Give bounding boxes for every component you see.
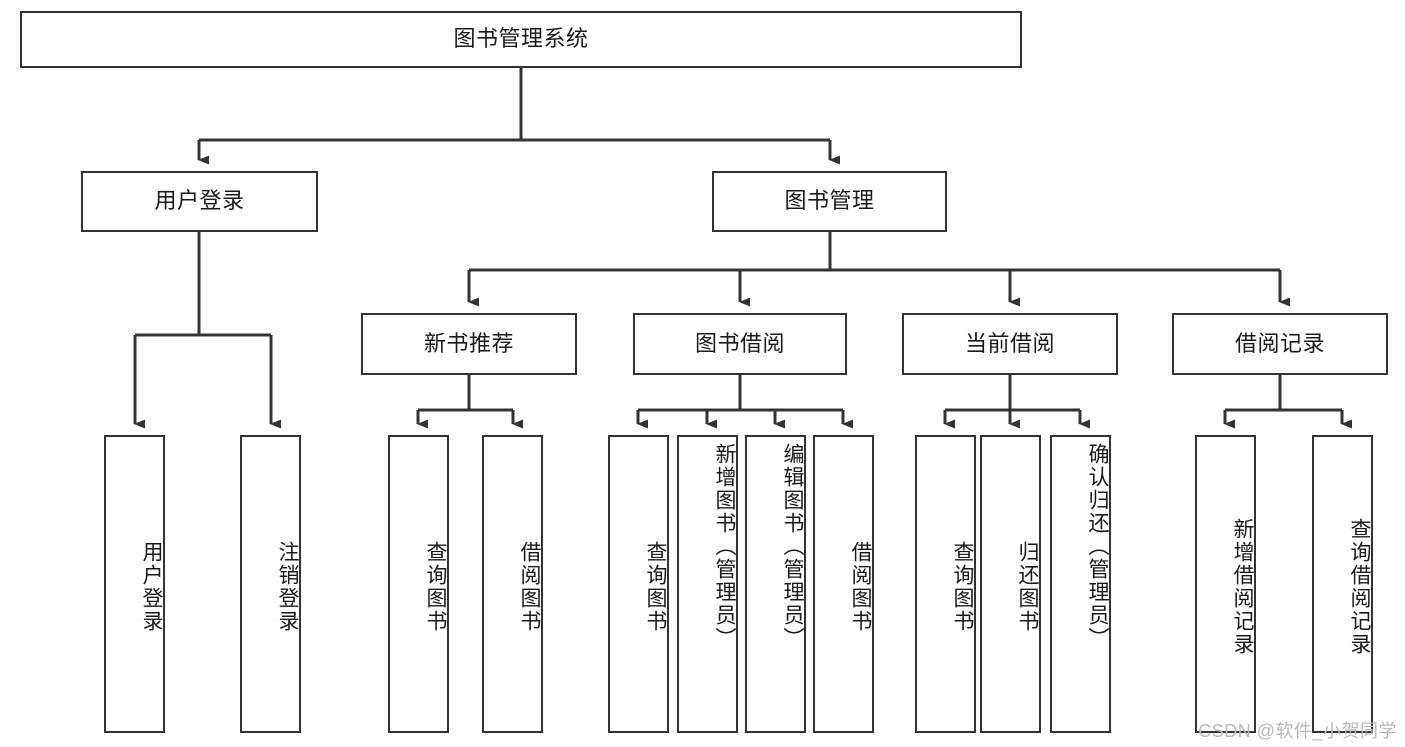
node-label: 归还图书 — [1016, 541, 1039, 633]
node-label: 用户登录 — [140, 541, 163, 633]
leaf-borrow-record-query-record[interactable]: 查询借阅记录 — [1312, 435, 1373, 733]
watermark-text: CSDN @软件_小贺同学 — [1198, 721, 1397, 741]
node-current-borrow[interactable]: 当前借阅 — [902, 313, 1118, 375]
node-label: 编辑图书（管理员） — [781, 443, 804, 650]
leaf-user-login-login[interactable]: 用户登录 — [104, 435, 165, 733]
node-label: 借阅图书 — [849, 541, 872, 633]
leaf-current-borrow-query-book[interactable]: 查询图书 — [915, 435, 976, 733]
node-label: 查询图书 — [424, 541, 447, 633]
node-label: 查询借阅记录 — [1348, 518, 1371, 656]
leaf-new-book-query-book[interactable]: 查询图书 — [388, 435, 449, 733]
leaf-current-borrow-return-book[interactable]: 归还图书 — [980, 435, 1041, 733]
leaf-borrow-record-add-record[interactable]: 新增借阅记录 — [1195, 435, 1256, 733]
node-label: 查询图书 — [951, 541, 974, 633]
node-label: 借阅记录 — [1234, 330, 1325, 356]
node-label: 图书管理 — [784, 188, 875, 214]
leaf-book-borrow-add-book-admin[interactable]: 新增图书（管理员） — [677, 435, 738, 733]
node-label: 图书借阅 — [694, 330, 785, 356]
node-label: 注销登录 — [276, 541, 299, 633]
node-book-borrow[interactable]: 图书借阅 — [633, 313, 847, 375]
node-borrow-record[interactable]: 借阅记录 — [1172, 313, 1388, 375]
node-label: 新增图书（管理员） — [713, 443, 736, 650]
node-label: 确认归还（管理员） — [1086, 443, 1109, 650]
leaf-user-login-logout[interactable]: 注销登录 — [240, 435, 301, 733]
node-label: 当前借阅 — [964, 330, 1055, 356]
node-book-management[interactable]: 图书管理 — [712, 171, 947, 232]
leaf-new-book-borrow-book[interactable]: 借阅图书 — [482, 435, 543, 733]
node-user-login[interactable]: 用户登录 — [81, 171, 318, 232]
node-label: 查询图书 — [644, 541, 667, 633]
node-label: 用户登录 — [154, 188, 245, 214]
node-label: 图书管理系统 — [453, 26, 589, 52]
leaf-book-borrow-edit-book-admin[interactable]: 编辑图书（管理员） — [745, 435, 806, 733]
node-label: 新增借阅记录 — [1231, 518, 1254, 656]
leaf-book-borrow-borrow-book[interactable]: 借阅图书 — [813, 435, 874, 733]
node-root-book-management-system[interactable]: 图书管理系统 — [20, 11, 1022, 68]
node-new-book-recommend[interactable]: 新书推荐 — [361, 313, 577, 375]
node-label: 借阅图书 — [518, 541, 541, 633]
leaf-book-borrow-query-book[interactable]: 查询图书 — [608, 435, 669, 733]
leaf-current-borrow-confirm-return-admin[interactable]: 确认归还（管理员） — [1050, 435, 1111, 733]
node-label: 新书推荐 — [423, 330, 514, 356]
